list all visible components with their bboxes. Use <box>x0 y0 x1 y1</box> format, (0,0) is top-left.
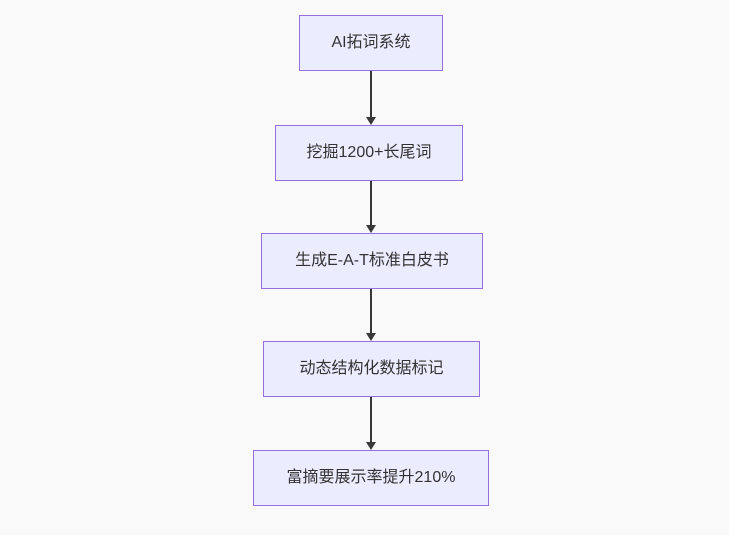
flowchart-node-dynamic-structured-data-markup: 动态结构化数据标记 <box>263 341 480 397</box>
node-label: 生成E-A-T标准白皮书 <box>295 252 449 269</box>
arrowhead-down-icon <box>366 333 376 341</box>
arrowhead-down-icon <box>366 225 376 233</box>
arrow-line <box>370 181 372 226</box>
flowchart-node-generate-eat-whitepaper: 生成E-A-T标准白皮书 <box>261 233 483 289</box>
node-label: AI拓词系统 <box>331 34 411 51</box>
flowchart-edge-3 <box>365 289 377 341</box>
arrowhead-down-icon <box>366 442 376 450</box>
arrow-line <box>370 289 372 334</box>
flowchart-edge-4 <box>365 397 377 450</box>
node-label: 挖掘1200+长尾词 <box>306 144 432 161</box>
arrowhead-down-icon <box>366 117 376 125</box>
node-label: 富摘要展示率提升210% <box>286 469 456 486</box>
flowchart-node-rich-snippet-rate-increase: 富摘要展示率提升210% <box>253 450 489 506</box>
flowchart-node-mine-longtail-keywords: 挖掘1200+长尾词 <box>275 125 463 181</box>
flowchart-node-ai-word-expansion-system: AI拓词系统 <box>299 15 443 71</box>
arrow-line <box>370 397 372 443</box>
flowchart-edge-1 <box>365 71 377 125</box>
arrow-line <box>370 71 372 118</box>
flowchart-edge-2 <box>365 181 377 233</box>
node-label: 动态结构化数据标记 <box>299 360 444 377</box>
